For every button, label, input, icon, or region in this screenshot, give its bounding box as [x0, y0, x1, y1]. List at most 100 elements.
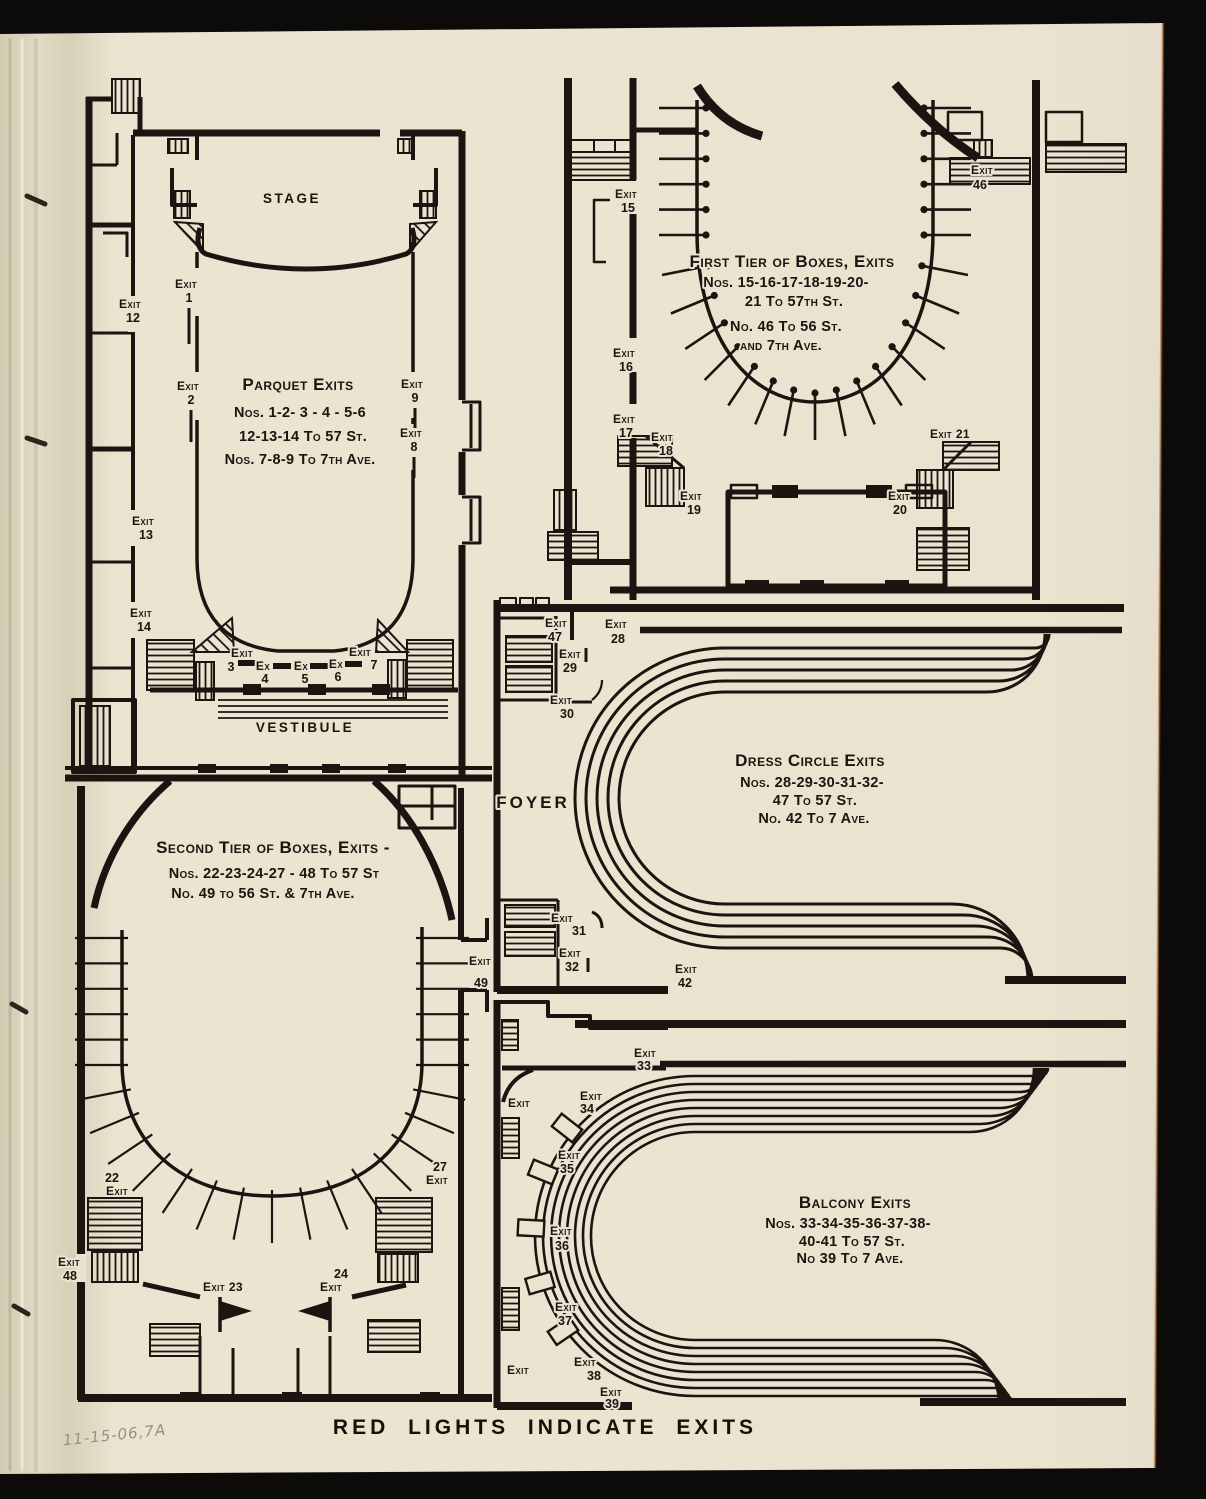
- exit-32-number: 32: [565, 960, 579, 974]
- parquet-vestibule: [65, 639, 492, 782]
- exit-5-number: 5: [302, 672, 309, 686]
- exit-37-label: Exit: [555, 1300, 577, 1314]
- exit-19-label: Exit: [680, 489, 702, 503]
- exit-37-number: 37: [558, 1314, 572, 1328]
- plan-dress-circle: FOYER Dress Circle Exits Nos. 28-29-30-3…: [493, 597, 1126, 994]
- exit-21-label: Exit 21: [930, 427, 970, 441]
- exit-12-number: 12: [126, 311, 140, 325]
- exit-3-label: Exit: [231, 646, 253, 660]
- exit-16-number: 16: [619, 360, 633, 374]
- balcony-line: Nos. 33-34-35-36-37-38-: [765, 1216, 931, 1232]
- exit-32-label: Exit: [559, 946, 581, 960]
- parquet-line: Nos. 7-8-9 To 7th Ave.: [225, 452, 376, 468]
- balcony-labels: Balcony Exits Nos. 33-34-35-36-37-38- 40…: [505, 1044, 933, 1413]
- exit-47-label: Exit: [545, 616, 567, 630]
- first-tier-line: Nos. 15-16-17-18-19-20-: [703, 275, 869, 291]
- door-bracket: [592, 198, 610, 264]
- first-tier-line: No. 46 To 56 St.: [730, 319, 842, 335]
- door-swing-flag: [298, 1301, 330, 1321]
- exit-42-label: Exit: [675, 962, 697, 976]
- first-tier-labels: First Tier of Boxes, Exits Nos. 15-16-17…: [611, 161, 995, 519]
- parquet-title: Parquet Exits: [242, 375, 353, 394]
- door-swing-flag: [220, 1301, 252, 1321]
- vestibule-label: VESTIBULE: [256, 720, 354, 735]
- exit-28-number: 28: [611, 632, 625, 646]
- exit-33-number: 33: [637, 1059, 651, 1073]
- first-tier-line: 21 To 57th St.: [745, 294, 843, 310]
- second-tier-labels: Second Tier of Boxes, Exits - Nos. 22-23…: [56, 836, 493, 1296]
- exit-34-number: 34: [580, 1102, 594, 1116]
- exit-35-number: 35: [560, 1162, 574, 1176]
- page-edge: [1153, 22, 1165, 1469]
- second-tier-line: Nos. 22-23-24-27 - 48 To 57 St: [169, 866, 380, 882]
- exit-4-number: 4: [262, 672, 269, 686]
- exit-42-number: 42: [678, 976, 692, 990]
- dress-circle-walls: [493, 597, 1126, 994]
- footer-caption: RED LIGHTS INDICATE EXITS: [333, 1416, 757, 1439]
- exit-35-label: Exit: [558, 1148, 580, 1162]
- exit-33-label: Exit: [634, 1046, 656, 1060]
- exit-7-number: 7: [371, 658, 378, 672]
- exit-31-label: Exit: [551, 911, 573, 925]
- exit-49-label: Exit: [469, 954, 491, 968]
- exit-38-number: 38: [587, 1369, 601, 1383]
- parquet-auditorium: [187, 252, 482, 669]
- exit-29-number: 29: [563, 661, 577, 675]
- foyer-label: FOYER: [496, 793, 570, 812]
- exit-27-number: 27: [433, 1160, 447, 1174]
- plan-balcony: Balcony Exits Nos. 33-34-35-36-37-38- 40…: [493, 1000, 1126, 1413]
- exit-2-label: Exit: [177, 379, 199, 393]
- page-sheet: [0, 22, 1165, 1474]
- first-tier-title: First Tier of Boxes, Exits: [689, 252, 894, 271]
- exit-3-number: 3: [228, 660, 235, 674]
- proscenium-wing-left: [693, 83, 764, 141]
- plan-parquet: STAGE Parquet Exits Nos. 1-2- 3 - 4 - 5-…: [65, 78, 492, 782]
- second-tier-walls: [76, 778, 492, 1402]
- first-tier-line: and 7th Ave.: [740, 338, 822, 354]
- exit-8-label: Exit: [400, 426, 422, 440]
- parquet-line: 12-13-14 To 57 St.: [239, 429, 367, 445]
- exit-31-number: 31: [572, 924, 586, 938]
- second-tier-box-ticks: [75, 936, 469, 1243]
- exit-39-label: Exit: [600, 1385, 622, 1399]
- exit-36-label: Exit: [550, 1224, 572, 1238]
- exit-20-number: 20: [893, 503, 907, 517]
- right-wall-doors: [462, 400, 482, 545]
- first-tier-stairs: [547, 434, 1036, 594]
- exit-9-label: Exit: [401, 377, 423, 391]
- parquet-labels: STAGE Parquet Exits Nos. 1-2- 3 - 4 - 5-…: [117, 189, 425, 737]
- dress-circle-line: Nos. 28-29-30-31-32-: [740, 775, 884, 791]
- exit-13-number: 13: [139, 528, 153, 542]
- exit-15-label: Exit: [615, 187, 637, 201]
- exit-threshold-marks: [238, 660, 362, 669]
- exit-unnumbered-label: Exit: [508, 1096, 530, 1110]
- exit-7-label: Exit: [349, 645, 371, 659]
- exit-4-label: Ex: [256, 659, 270, 673]
- exit-22-label: Exit: [106, 1184, 128, 1198]
- exit-18-label: Exit: [651, 430, 673, 444]
- balcony-walls: [493, 1000, 1126, 1410]
- exit-38-label: Exit: [574, 1355, 596, 1369]
- stage-front-arc: [195, 227, 417, 272]
- exit-13-label: Exit: [132, 514, 154, 528]
- balcony-line: 40-41 To 57 St.: [799, 1234, 905, 1250]
- exit-46-number: 46: [973, 178, 987, 192]
- balcony-line: No 39 To 7 Ave.: [797, 1251, 904, 1267]
- exit-8-number: 8: [411, 440, 418, 454]
- stage-label: STAGE: [263, 191, 321, 206]
- binding-stitch: [9, 1001, 31, 1317]
- exit-14-number: 14: [137, 620, 151, 634]
- exit-14-label: Exit: [130, 606, 152, 620]
- exit-30-label: Exit: [550, 693, 572, 707]
- exit-48-label: Exit: [58, 1255, 80, 1269]
- exit-unnumbered-label: Exit: [507, 1363, 529, 1377]
- second-tier-line: No. 49 to 56 St. & 7th Ave.: [171, 886, 355, 902]
- exit-1-number: 1: [186, 291, 193, 305]
- exit-9-number: 9: [412, 391, 419, 405]
- exit-17-label: Exit: [613, 412, 635, 426]
- parquet-proscenium: [167, 133, 439, 272]
- exit-36-number: 36: [555, 1239, 569, 1253]
- dress-circle-line: 47 To 57 St.: [773, 793, 857, 809]
